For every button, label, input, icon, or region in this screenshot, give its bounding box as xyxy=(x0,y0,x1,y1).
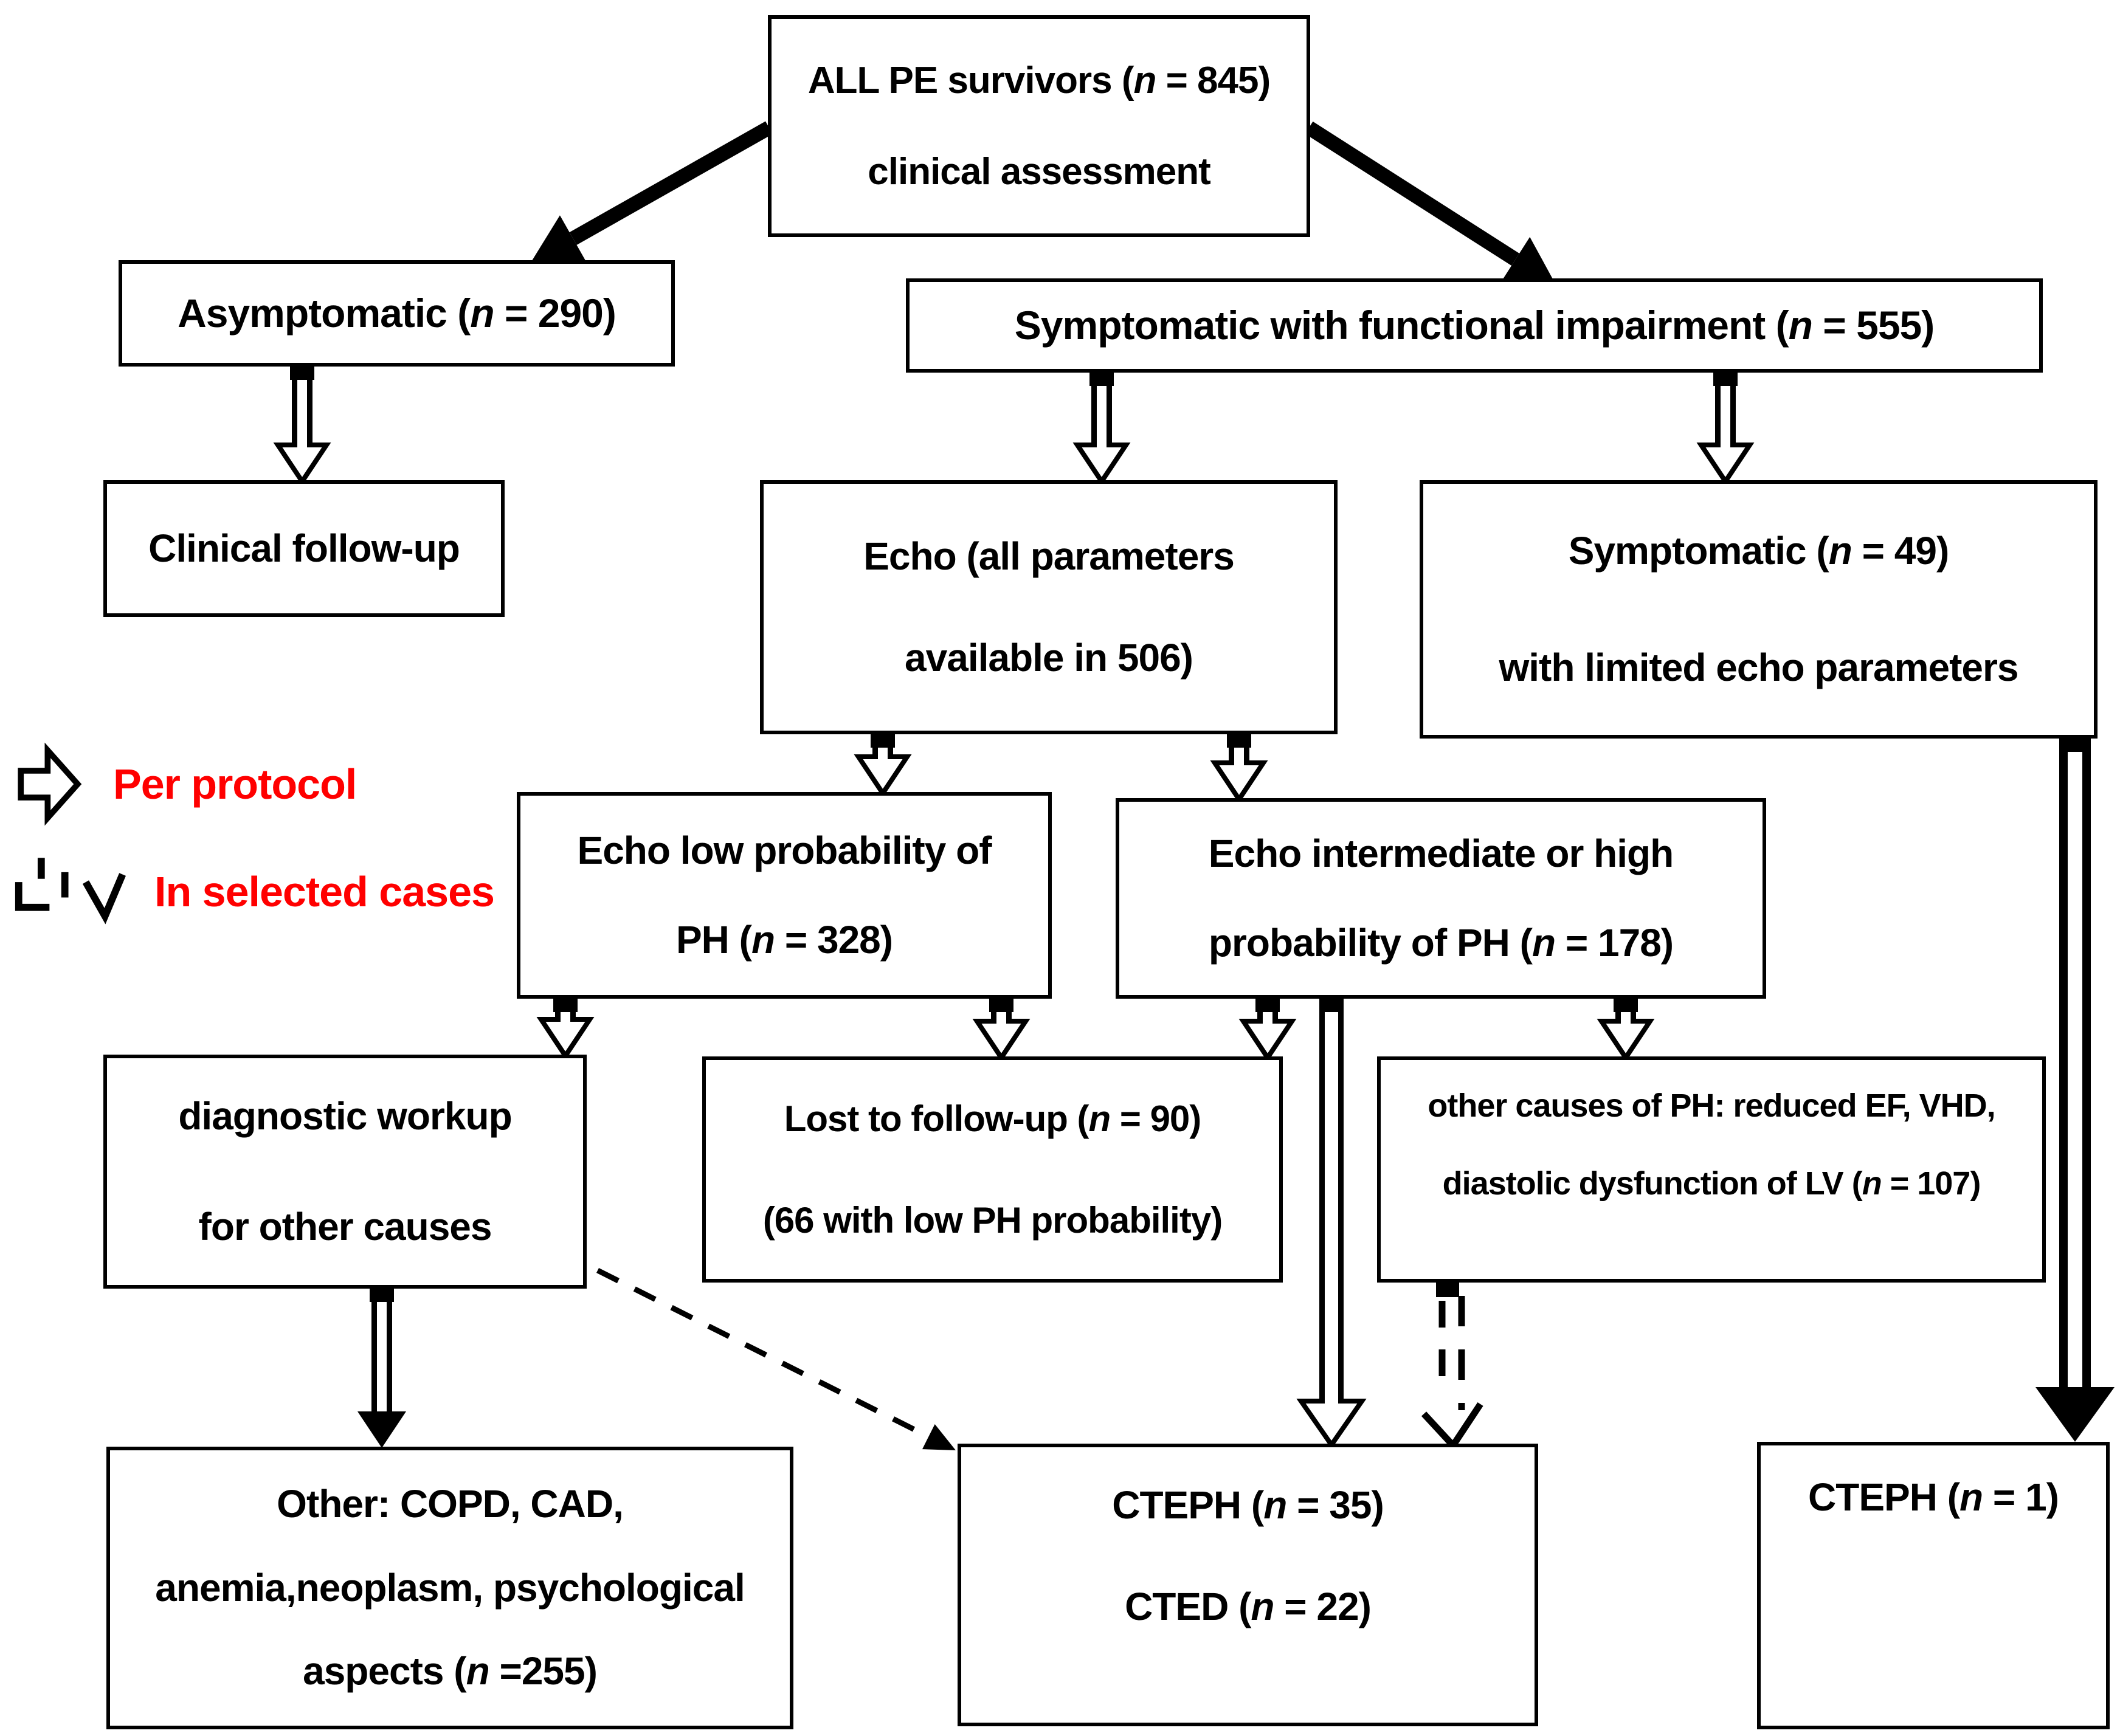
arrow-diagnostic-to-other-copd xyxy=(357,1286,406,1448)
cteph-cted: CTEPH (n = 35) CTED (n = 22) xyxy=(958,1444,1538,1726)
arrow-asymptomatic-to-clinical-followup xyxy=(273,364,331,486)
other-causes-of-ph: other causes of PH: reduced EF, VHD, dias… xyxy=(1377,1056,2046,1283)
arrow-intermediate-to-lost-followup xyxy=(1238,996,1297,1063)
text-line: Symptomatic with functional impairment (… xyxy=(1014,302,1935,348)
legend-per-protocol-label: Per protocol xyxy=(113,760,357,808)
text-line: CTEPH (n = 1) xyxy=(1808,1475,2059,1519)
all-pe-survivors: ALL PE survivors (n = 845) clinical asses… xyxy=(768,15,1310,237)
arrow-limited-echo-to-cteph1 xyxy=(2035,736,2115,1442)
text-line: CTEPH (n = 35) xyxy=(1112,1483,1384,1527)
text-line: diagnostic workup xyxy=(178,1094,512,1138)
arrow-allpe-to-symptomatic xyxy=(1305,121,1556,286)
arrow-echo-to-low-probability xyxy=(854,732,912,798)
arrow-echo-to-intermediate-high xyxy=(1210,732,1268,804)
text-line: (66 with low PH probability) xyxy=(762,1200,1223,1241)
legend-selected-cases-label: In selected cases xyxy=(154,868,495,915)
clinical-follow-up: Clinical follow-up xyxy=(103,480,505,617)
echo-all-parameters: Echo (all parameters available in 506) xyxy=(760,480,1338,734)
arrow-lowprob-to-lost-followup xyxy=(972,996,1031,1063)
arrow-intermediate-to-cteph xyxy=(1296,996,1367,1450)
arrow-intermediate-to-other-causes xyxy=(1597,996,1655,1063)
text-line: Lost to follow-up (n = 90) xyxy=(784,1098,1202,1139)
text-line: Echo low probability of xyxy=(577,828,992,872)
arrow-diagnostic-to-cteph-dashed xyxy=(596,1267,956,1450)
text-line: anemia,neoplasm, psychological xyxy=(155,1565,745,1610)
text-line: diastolic dysfunction of LV (n = 107) xyxy=(1442,1165,1981,1202)
lost-to-follow-up: Lost to follow-up (n = 90) (66 with low P… xyxy=(702,1056,1283,1283)
legend-selected-cases: In selected cases xyxy=(11,853,495,930)
cteph-limited: CTEPH (n = 1) xyxy=(1757,1442,2110,1729)
text-line: available in 506) xyxy=(905,635,1193,680)
text-line: with limited echo parameters xyxy=(1499,645,2018,689)
text-line: clinical assessment xyxy=(868,150,1210,193)
legend-per-protocol: Per protocol xyxy=(13,735,357,833)
symptomatic-limited-echo: Symptomatic (n = 49) with limited echo pa… xyxy=(1420,480,2098,739)
per-protocol-arrow-icon xyxy=(18,742,82,826)
text-line: ALL PE survivors (n = 845) xyxy=(807,60,1271,102)
asymptomatic: Asymptomatic (n = 290) xyxy=(119,260,675,367)
text-line: aspects (n =255) xyxy=(303,1649,598,1693)
text-line: Echo (all parameters xyxy=(863,534,1235,578)
text-line: for other causes xyxy=(198,1204,492,1249)
arrow-symptomatic-to-limited-echo xyxy=(1696,370,1755,486)
text-line: Symptomatic (n = 49) xyxy=(1568,528,1949,573)
arrow-other-causes-to-cteph-dashed xyxy=(1421,1283,1483,1451)
selected-cases-arrow-icon xyxy=(15,858,126,925)
diagnostic-workup: diagnostic workup for other causes xyxy=(103,1055,587,1289)
arrow-lowprob-to-diagnostic-workup xyxy=(536,996,595,1061)
arrow-allpe-to-asymptomatic xyxy=(531,121,773,263)
arrow-symptomatic-to-echo xyxy=(1072,370,1131,486)
other-copd-cad: Other: COPD, CAD, anemia,neoplasm, psycho… xyxy=(106,1447,793,1729)
text-line: Echo intermediate or high xyxy=(1208,831,1674,875)
symptomatic-functional-impairment: Symptomatic with functional impairment (… xyxy=(906,278,2043,373)
text-line: Asymptomatic (n = 290) xyxy=(178,290,616,336)
text-line: PH (n = 328) xyxy=(675,917,893,962)
text-line: other causes of PH: reduced EF, VHD, xyxy=(1428,1087,1995,1124)
text-line: Clinical follow-up xyxy=(148,526,460,570)
echo-low-probability: Echo low probability of PH (n = 328) xyxy=(517,792,1052,999)
echo-intermediate-high: Echo intermediate or high probability of … xyxy=(1116,798,1766,999)
text-line: Other: COPD, CAD, xyxy=(277,1481,624,1526)
text-line: probability of PH (n = 178) xyxy=(1208,920,1674,965)
text-line: CTED (n = 22) xyxy=(1125,1584,1372,1628)
